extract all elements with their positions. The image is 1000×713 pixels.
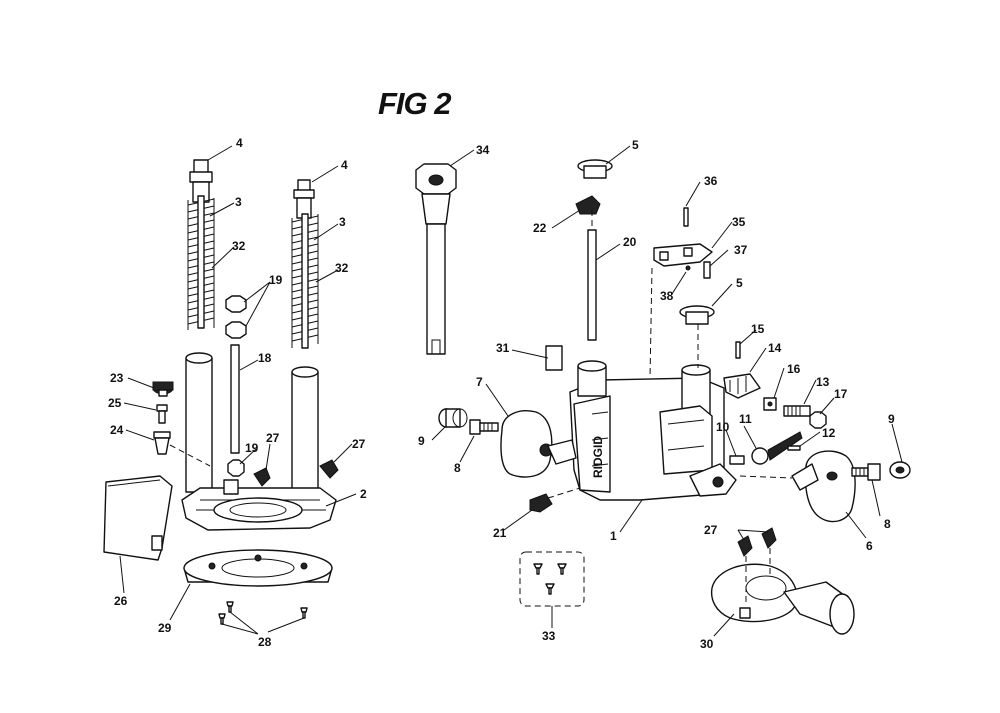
- callout-10: 10: [716, 420, 730, 434]
- knob-23: [152, 381, 174, 397]
- callout-3: 3: [235, 195, 242, 209]
- callout-9: 9: [418, 434, 425, 448]
- callout-27: 27: [704, 523, 718, 537]
- leader-lines: [119, 145, 903, 637]
- spring-post-left: [187, 159, 215, 330]
- nut-17: [809, 411, 827, 429]
- callout-29: 29: [158, 621, 172, 635]
- callout-11: 11: [739, 412, 752, 426]
- handle-6: [791, 450, 856, 523]
- plunge-base-2: [181, 479, 337, 531]
- callout-22: 22: [533, 221, 547, 235]
- cap-5-second: [679, 305, 715, 325]
- callout-32: 32: [232, 239, 246, 253]
- wing-knob-27-a: [253, 467, 271, 487]
- wing-knob-27-b: [319, 459, 339, 479]
- callout-numbers: 4 3 32 4 3 32 19 18 19 27 27 2 23 25 24 …: [108, 136, 895, 651]
- callout-2: 2: [360, 487, 367, 501]
- callout-38: 38: [660, 289, 674, 303]
- callout-24: 24: [110, 423, 124, 437]
- screw-kit-33: [519, 551, 585, 607]
- callout-13: 13: [816, 375, 830, 389]
- chip-shield-26: [103, 475, 173, 561]
- screw-25: [156, 404, 168, 424]
- figure-title: FIG 2: [378, 86, 452, 121]
- callout-3: 3: [339, 215, 346, 229]
- screw-8-right: [851, 463, 881, 481]
- spring-37: [703, 261, 711, 279]
- switch-lever-11: [751, 431, 803, 465]
- washer-16: [763, 397, 777, 411]
- handle-7: [500, 410, 577, 478]
- callout-19: 19: [269, 273, 283, 287]
- depth-rod-34: [415, 163, 457, 355]
- callout-26: 26: [114, 594, 128, 608]
- callout-31: 31: [496, 341, 510, 355]
- bushing-9-left: [438, 408, 468, 428]
- bushing-9-right: [889, 461, 911, 479]
- callout-35: 35: [732, 215, 746, 229]
- dust-hood-30: [710, 563, 855, 635]
- callout-27: 27: [352, 437, 366, 451]
- callout-19: 19: [245, 441, 259, 455]
- callout-8: 8: [884, 517, 891, 531]
- wing-knob-27-d: [761, 527, 777, 549]
- pin-15: [735, 341, 741, 359]
- depth-rod-18: [230, 344, 240, 454]
- pin-36: [683, 207, 689, 227]
- callout-32: 32: [335, 261, 349, 275]
- spring-13: [783, 405, 811, 417]
- callout-17: 17: [834, 387, 848, 401]
- screws-28: [218, 601, 308, 625]
- callout-4: 4: [341, 158, 348, 172]
- callout-6: 6: [866, 539, 873, 553]
- callout-28: 28: [258, 635, 272, 649]
- spring-post-right: [291, 179, 319, 349]
- callout-7: 7: [476, 375, 483, 389]
- base-tube-right: [291, 366, 319, 511]
- callout-5: 5: [632, 138, 639, 152]
- callout-15: 15: [751, 322, 765, 336]
- pin-38: [685, 265, 691, 271]
- callout-33: 33: [542, 629, 556, 643]
- latch-22: [575, 195, 601, 215]
- callout-30: 30: [700, 637, 714, 651]
- callout-36: 36: [704, 174, 718, 188]
- callout-9: 9: [888, 412, 895, 426]
- rod-20: [587, 229, 597, 341]
- latch-21: [529, 493, 553, 513]
- base-tube-left: [185, 352, 213, 493]
- callout-5: 5: [736, 276, 743, 290]
- callout-37: 37: [734, 243, 748, 257]
- pin-12: [787, 445, 801, 451]
- latch-plate-35: [653, 243, 713, 267]
- label-31: [545, 345, 563, 371]
- callout-4: 4: [236, 136, 243, 150]
- callout-12: 12: [822, 426, 836, 440]
- callout-21: 21: [493, 526, 507, 540]
- bracket-14: [723, 373, 761, 399]
- wing-knob-27-c: [737, 535, 753, 557]
- callout-16: 16: [787, 362, 801, 376]
- sub-base-29: [183, 549, 333, 587]
- callout-27: 27: [266, 431, 280, 445]
- screw-8-left: [469, 419, 499, 435]
- callout-23: 23: [110, 371, 124, 385]
- bushing-24: [153, 431, 171, 455]
- cap-5-top: [577, 159, 613, 179]
- housing-brand-label: RIDGID: [591, 436, 605, 478]
- screw-10: [729, 455, 745, 465]
- motor-housing-1: RIDGID: [569, 360, 737, 501]
- callout-8: 8: [454, 461, 461, 475]
- callout-1: 1: [610, 529, 617, 543]
- callout-18: 18: [258, 351, 272, 365]
- callout-20: 20: [623, 235, 637, 249]
- callout-25: 25: [108, 396, 122, 410]
- callout-14: 14: [768, 341, 782, 355]
- callout-34: 34: [476, 143, 490, 157]
